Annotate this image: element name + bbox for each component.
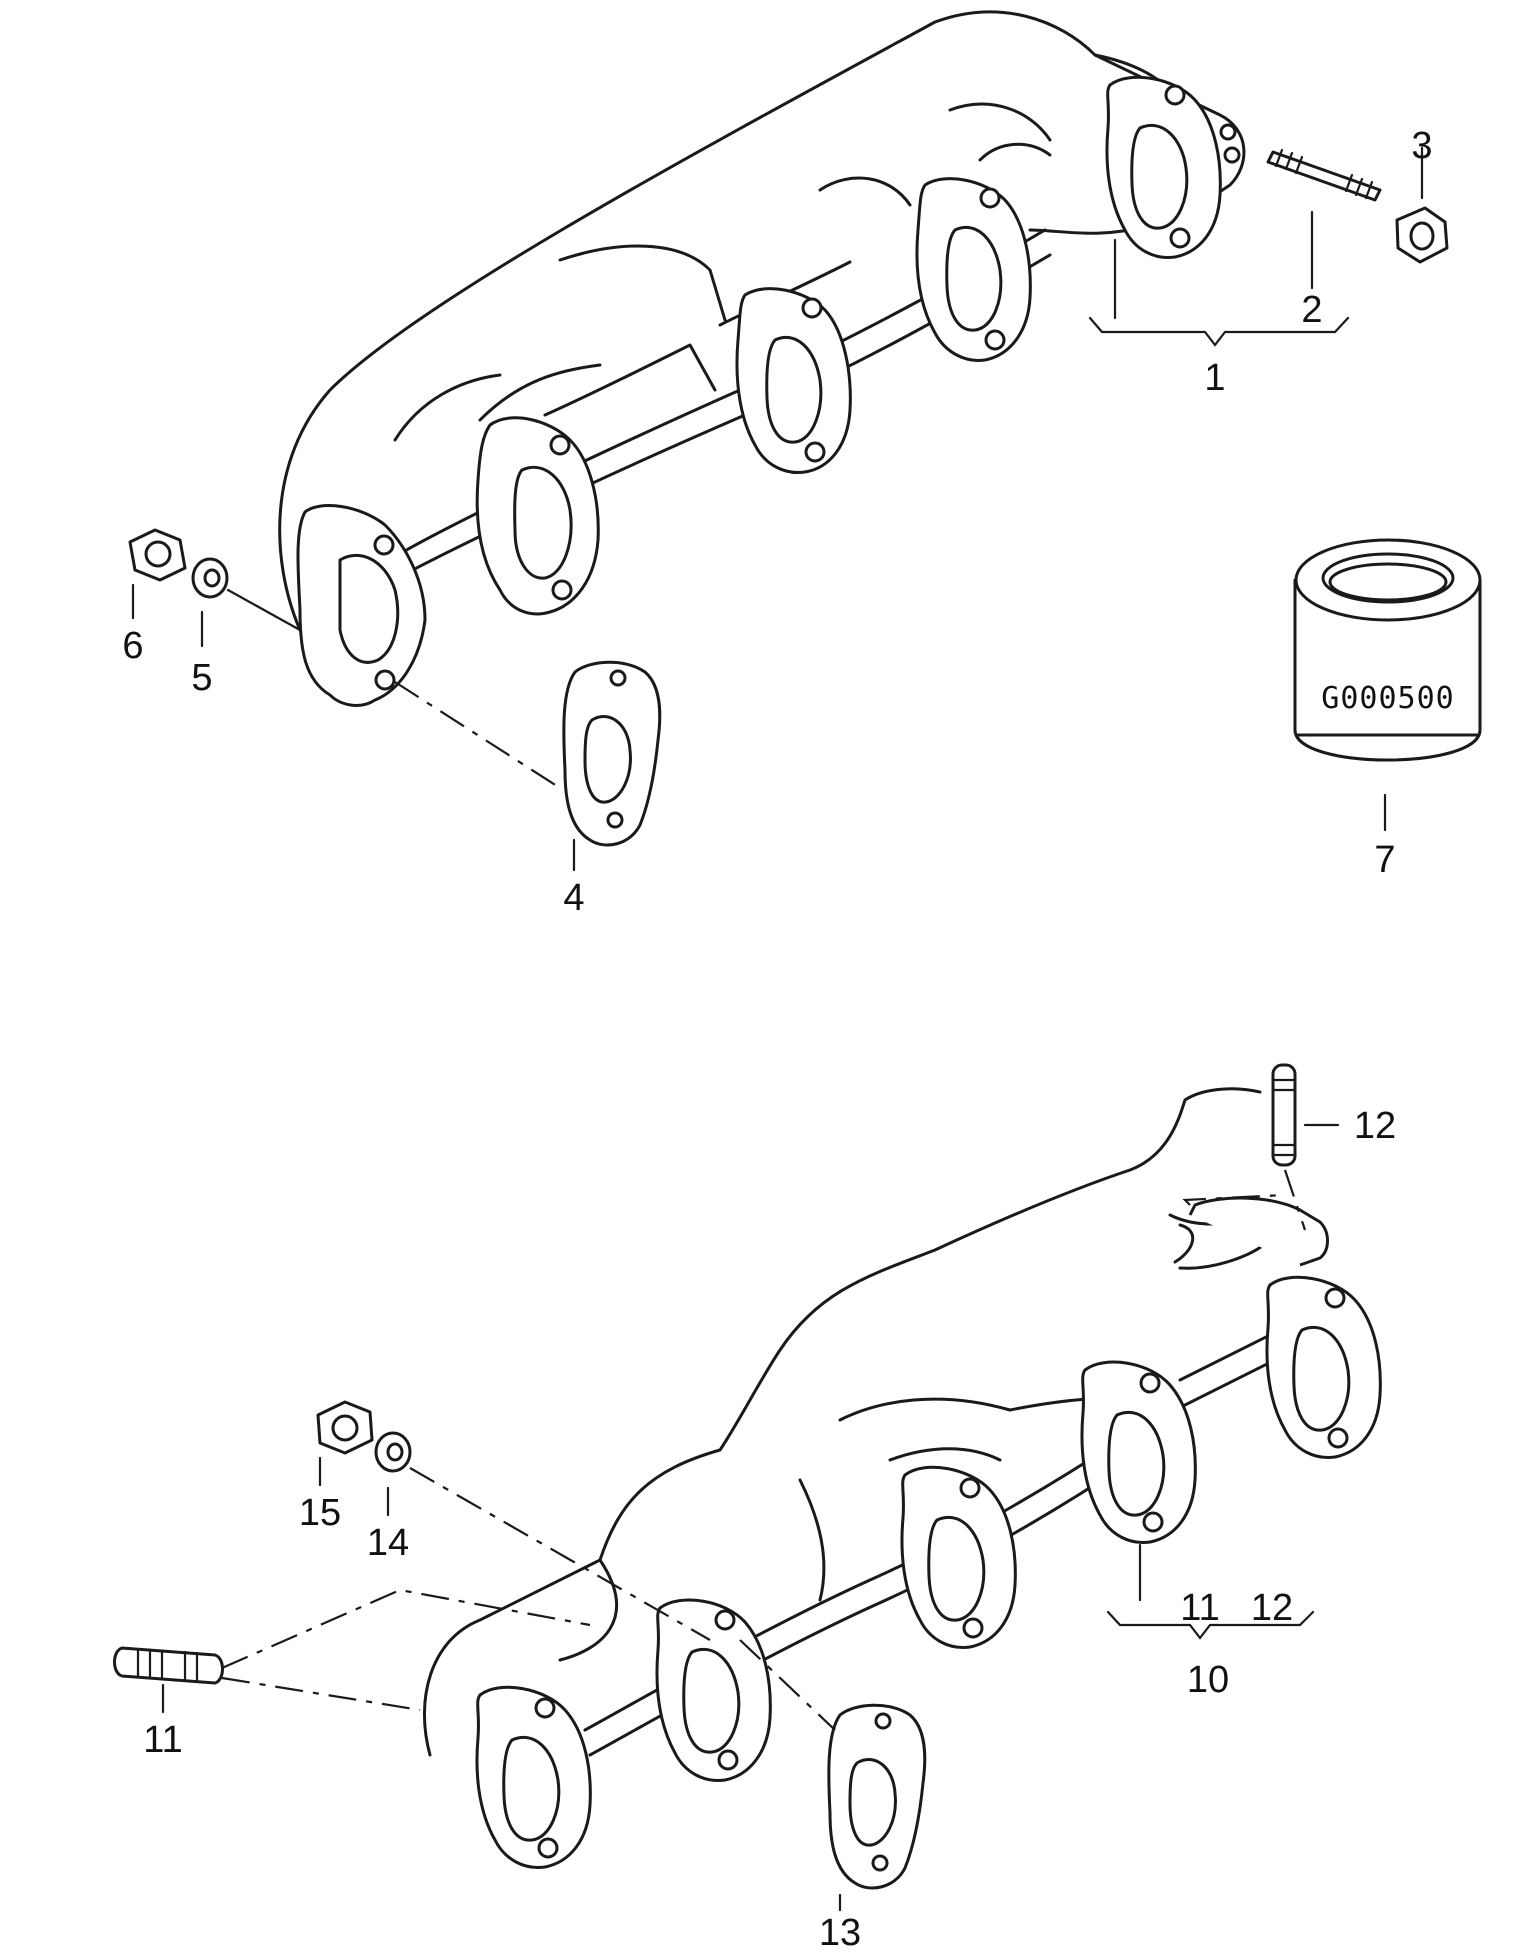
stud-bolt-lower-horizontal <box>113 1646 224 1685</box>
upper-exhaust-manifold <box>278 10 1246 707</box>
washer-lower <box>374 1431 412 1473</box>
callout-14: 14 <box>367 1522 409 1564</box>
stud-bolt-lower-vertical <box>1271 1063 1297 1167</box>
hex-nut-lower <box>316 1400 374 1455</box>
callout-11: 11 <box>143 1719 182 1761</box>
lower-manifold-flange-3 <box>900 1465 1017 1650</box>
reference-code-label: G000500 <box>1321 681 1454 716</box>
callout-12-group: 12 <box>1251 1587 1293 1629</box>
callout-12: 12 <box>1354 1105 1396 1147</box>
upper-manifold-flange-4 <box>915 177 1032 362</box>
stud-bolt-upper <box>1266 148 1382 202</box>
callout-3: 3 <box>1411 125 1432 167</box>
washer-upper <box>191 557 229 599</box>
upper-callout-leaders <box>131 146 1424 872</box>
lower-manifold-flange-5 <box>1188 1196 1382 1460</box>
reference-cylinder: G000500 <box>1293 538 1482 762</box>
gasket-upper <box>562 660 662 847</box>
lower-manifold-flange-4 <box>1080 1360 1197 1545</box>
gasket-lower <box>827 1703 927 1890</box>
upper-manifold-flange-5 <box>1105 75 1241 260</box>
callout-6: 6 <box>122 625 143 667</box>
lower-manifold-flange-1 <box>475 1685 592 1870</box>
upper-manifold-flange-3 <box>735 287 852 475</box>
lower-manifold-flange-2 <box>655 1598 772 1783</box>
upper-manifold-flange-2 <box>475 416 600 616</box>
callout-2: 2 <box>1301 289 1322 331</box>
upper-manifold-flange-1 <box>296 504 427 707</box>
hex-nut-upper-left <box>128 528 187 582</box>
callout-13: 13 <box>819 1912 861 1953</box>
callout-4: 4 <box>563 877 584 919</box>
callout-7: 7 <box>1374 839 1395 881</box>
callout-5: 5 <box>191 657 212 699</box>
callout-labels: 1 2 3 4 5 6 7 10 11 11 12 12 13 14 15 <box>122 125 1432 1953</box>
callout-15: 15 <box>299 1492 341 1534</box>
callout-11-group: 11 <box>1180 1587 1219 1629</box>
hex-nut-upper-right <box>1395 206 1449 264</box>
callout-1: 1 <box>1204 357 1225 399</box>
lower-exhaust-manifold <box>423 1087 1382 1870</box>
callout-10: 10 <box>1187 1659 1229 1701</box>
lower-callout-leaders <box>161 1456 1315 1912</box>
